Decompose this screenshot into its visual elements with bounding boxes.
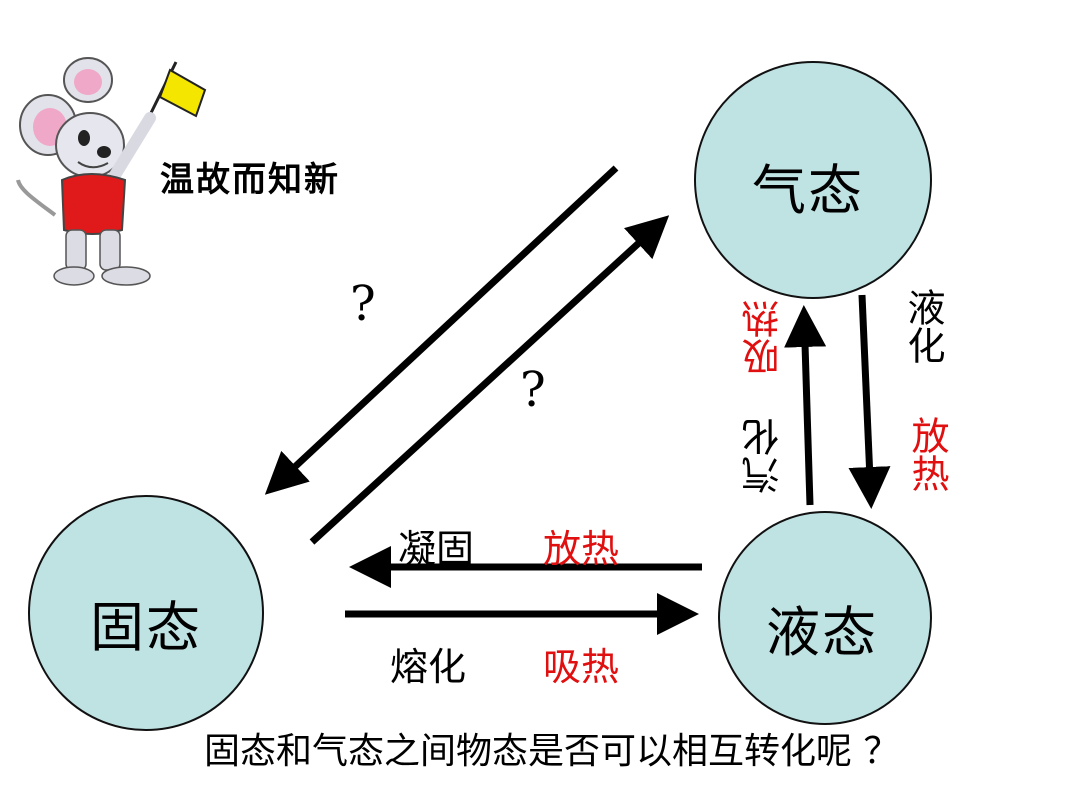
solidification-label: 凝固 (398, 527, 475, 571)
gas-to-solid-arrow (264, 165, 619, 495)
mouse-holding-flag-icon (16, 57, 207, 286)
motto-heading: 温故而知新 (160, 160, 340, 200)
liquid-to-gas-arrow (784, 305, 827, 506)
gas-to-solid-question: ? (350, 276, 376, 332)
melting-heat-label: 吸热 (543, 645, 620, 689)
bottom-question: 固态和气态之间物态是否可以相互转化呢 ？ (204, 731, 900, 772)
solid-state-label: 固态 (90, 596, 202, 659)
solid-to-gas-question: ? (520, 362, 546, 418)
melting-label: 熔化 (390, 645, 467, 689)
solidification-heat-label: 放热 (543, 527, 620, 571)
solid-state-circle (28, 495, 264, 731)
gas-state-circle (694, 61, 932, 299)
solid-to-gas-arrow (309, 215, 670, 545)
gas-to-liquid-arrow (848, 294, 891, 509)
liquid-state-circle (718, 511, 932, 725)
gas-state-label: 气态 (752, 159, 864, 222)
vaporization-heat-label: 吸热 (742, 300, 786, 376)
liquefaction-label: 液化 (901, 288, 945, 364)
vaporization-label: 汽化 (742, 418, 786, 494)
liquefaction-heat-label: 放热 (905, 416, 949, 492)
liquid-state-label: 液态 (766, 601, 878, 664)
